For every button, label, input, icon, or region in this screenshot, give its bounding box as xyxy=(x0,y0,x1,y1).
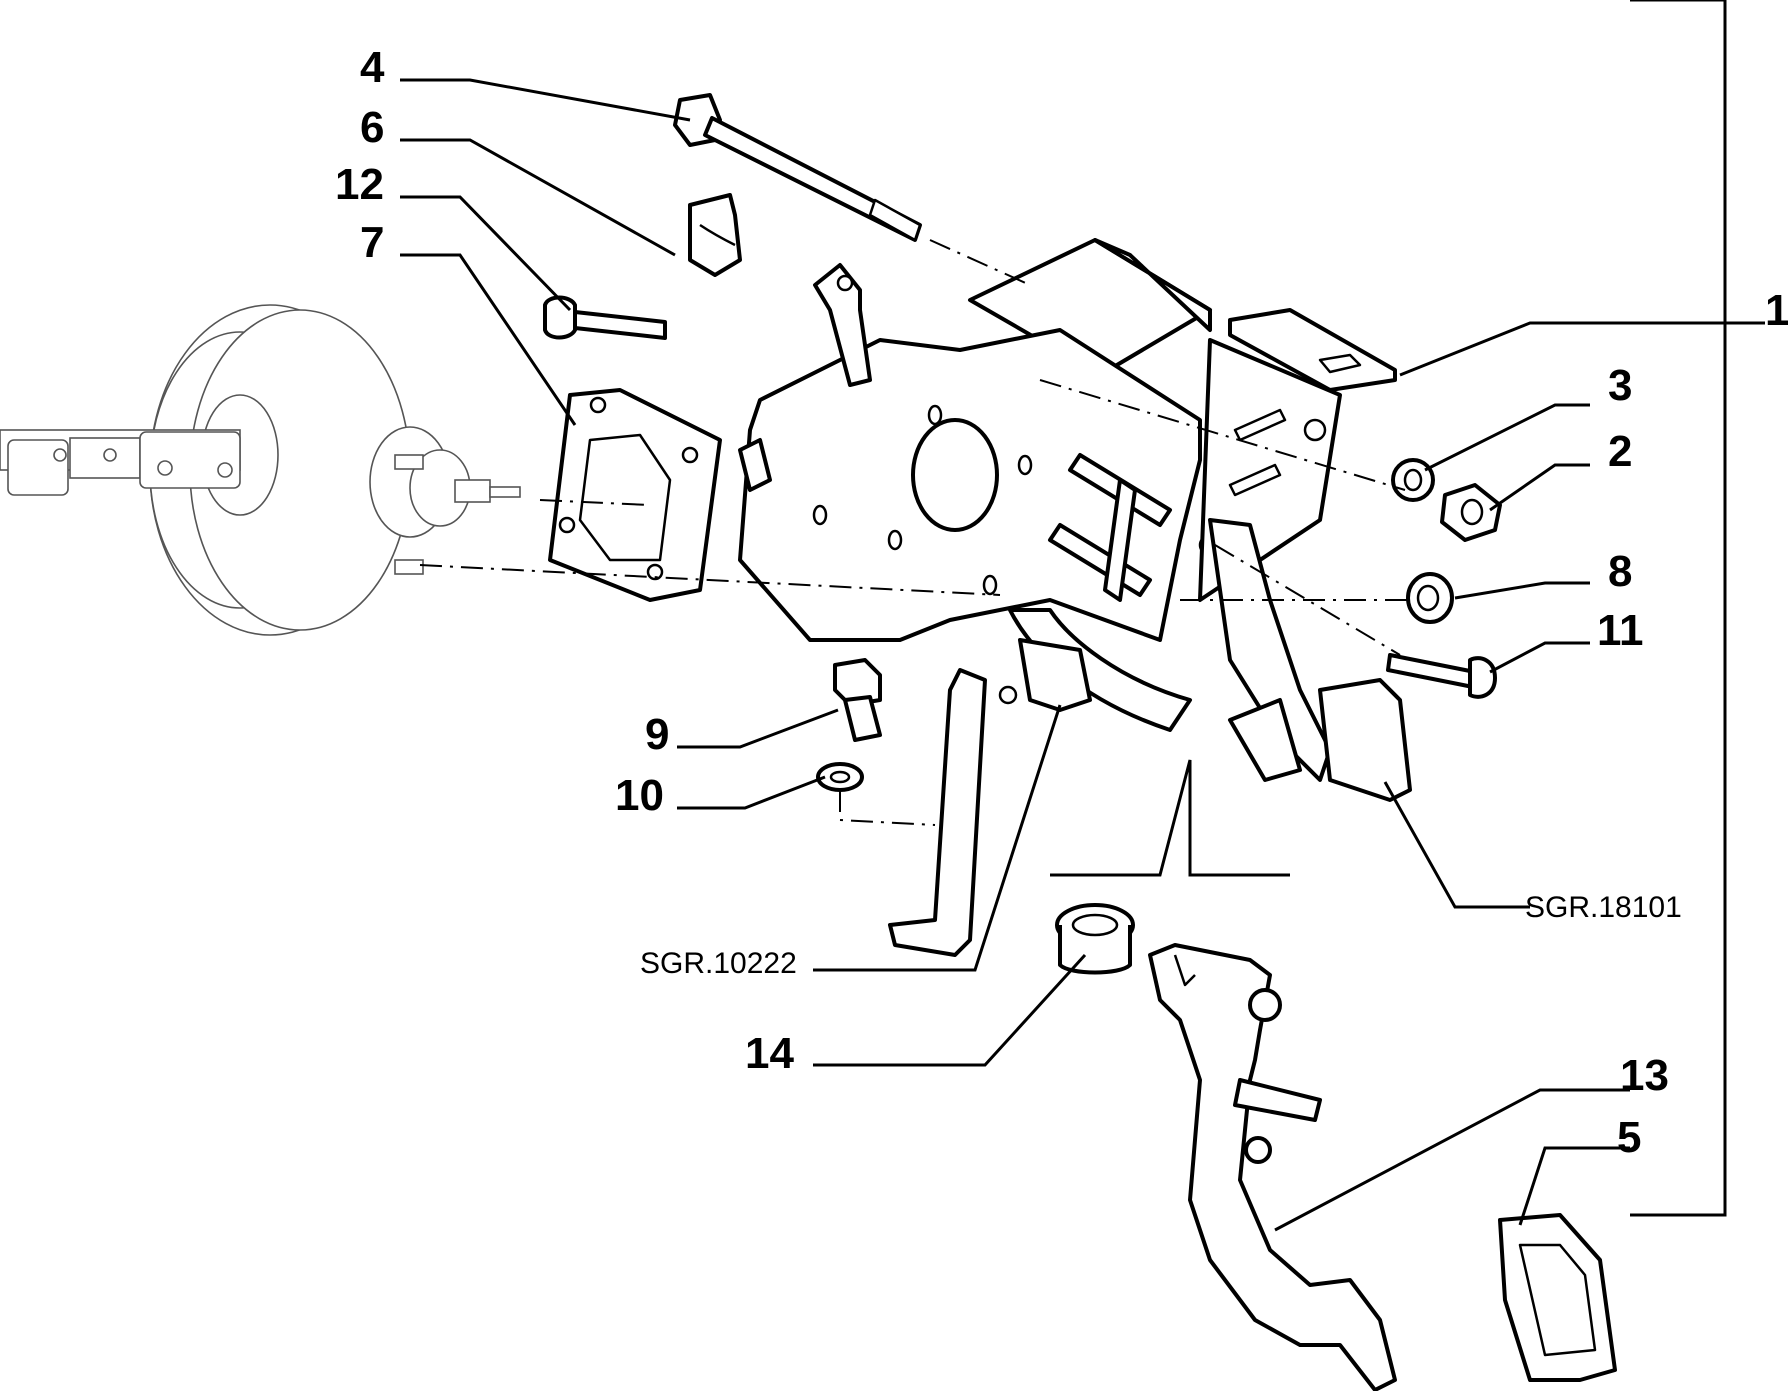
brake-pedal-drawing xyxy=(1208,518,1412,802)
label-part-1: 1 xyxy=(1765,286,1788,335)
label-part-4: 4 xyxy=(360,43,385,92)
label-part-7: 7 xyxy=(360,218,384,267)
pedal-bracket-drawing xyxy=(738,238,1397,957)
label-part-14: 14 xyxy=(745,1029,794,1078)
leader-lines xyxy=(400,0,1765,1232)
alignment-lines xyxy=(419,239,1410,826)
label-part-6: 6 xyxy=(360,103,384,152)
label-sgr-18101: SGR.18101 xyxy=(1525,891,1682,924)
label-part-8: 8 xyxy=(1608,547,1632,596)
part-labels: 4 6 12 7 1 3 2 8 11 9 10 14 13 5 SGR.102… xyxy=(335,43,1788,1162)
label-part-9: 9 xyxy=(645,710,669,759)
label-part-3: 3 xyxy=(1608,361,1632,410)
label-part-10: 10 xyxy=(615,771,664,820)
brake-servo-drawing xyxy=(0,304,521,636)
label-sgr-10222: SGR.10222 xyxy=(640,947,797,980)
small-parts-drawing xyxy=(543,93,1502,975)
label-part-5: 5 xyxy=(1617,1113,1641,1162)
label-part-11: 11 xyxy=(1597,606,1644,655)
pedal-pad-drawing xyxy=(1498,1213,1617,1382)
label-part-12: 12 xyxy=(335,160,384,209)
clutch-pedal-drawing xyxy=(1148,943,1397,1391)
label-part-2: 2 xyxy=(1608,427,1632,476)
label-part-13: 13 xyxy=(1620,1051,1669,1100)
